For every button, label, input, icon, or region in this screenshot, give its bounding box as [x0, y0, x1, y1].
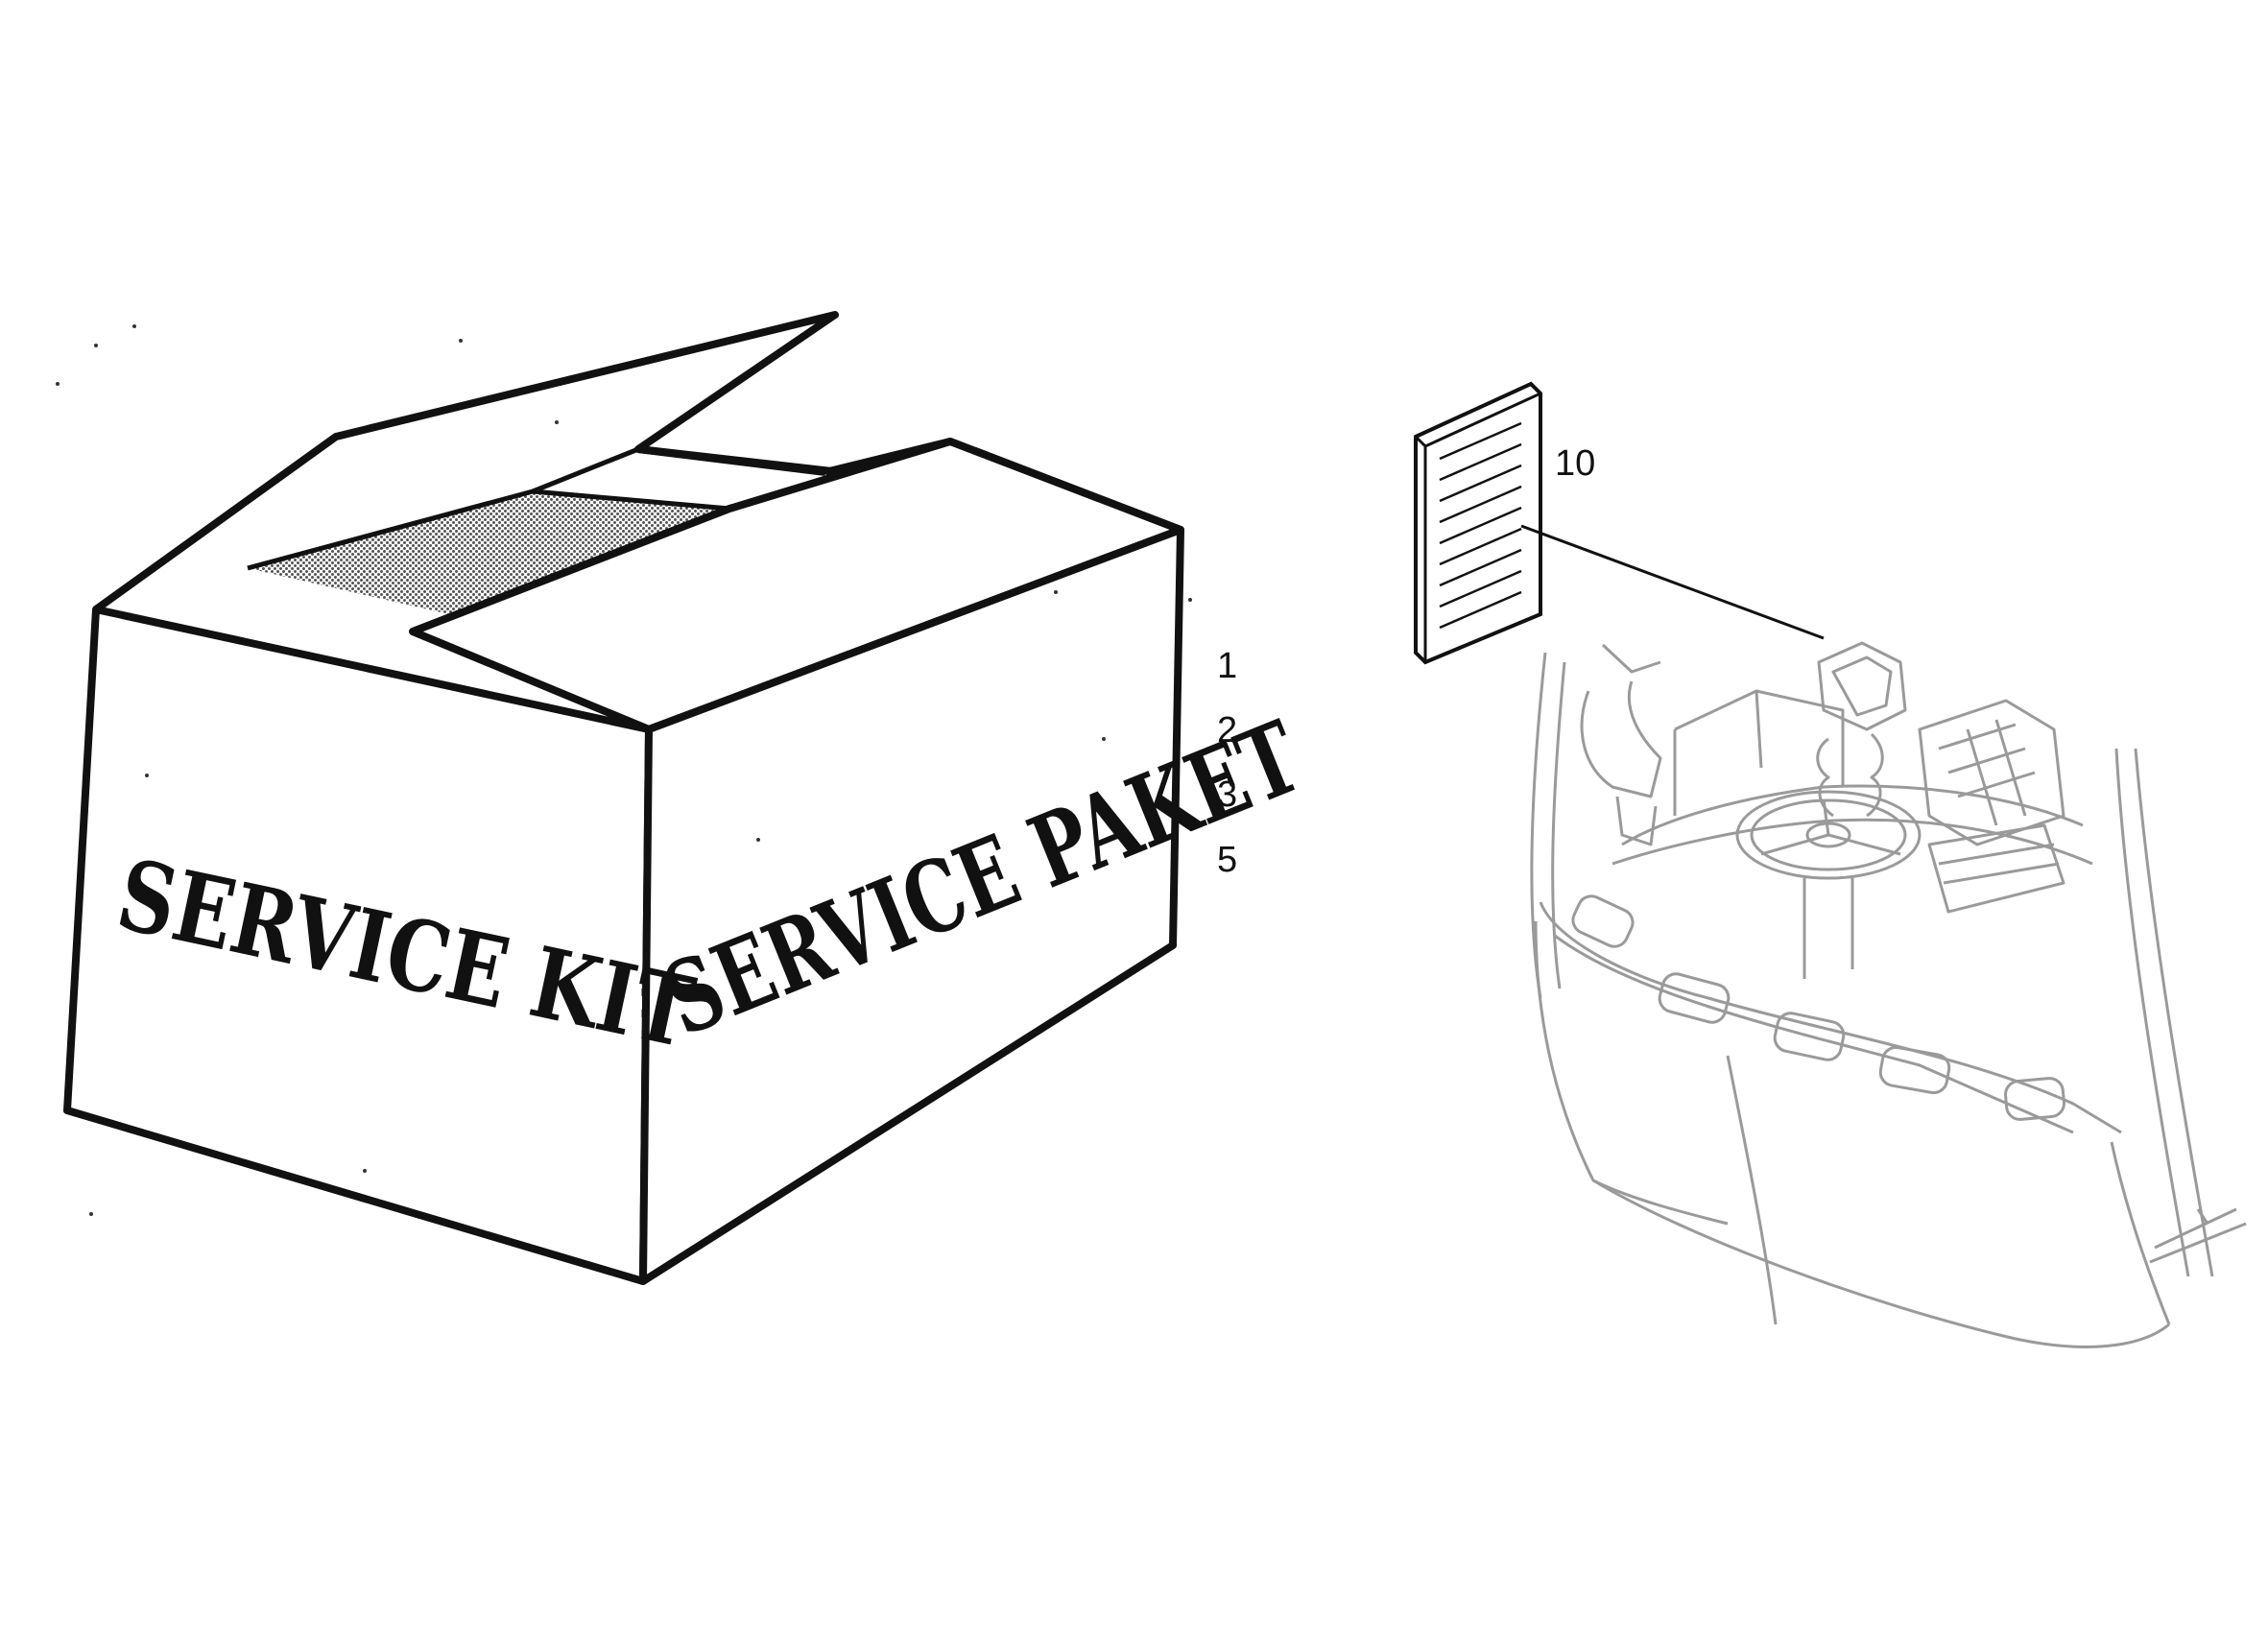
- filter-element-icon: [1414, 381, 1542, 665]
- callout-item-10: 10: [1555, 443, 1595, 484]
- callout-item-2: 2: [1217, 710, 1237, 751]
- print-specks: [56, 324, 1192, 1216]
- box-right-face: [639, 526, 1184, 1285]
- callout-item-5: 5: [1217, 840, 1237, 880]
- leader-line-item-10: [1520, 524, 1825, 640]
- callout-item-1: 1: [1217, 646, 1237, 686]
- vehicle-rear-body-illustration: [1530, 641, 2247, 1348]
- callout-item-3: 3: [1217, 774, 1237, 815]
- service-box-illustration: [63, 311, 1184, 1285]
